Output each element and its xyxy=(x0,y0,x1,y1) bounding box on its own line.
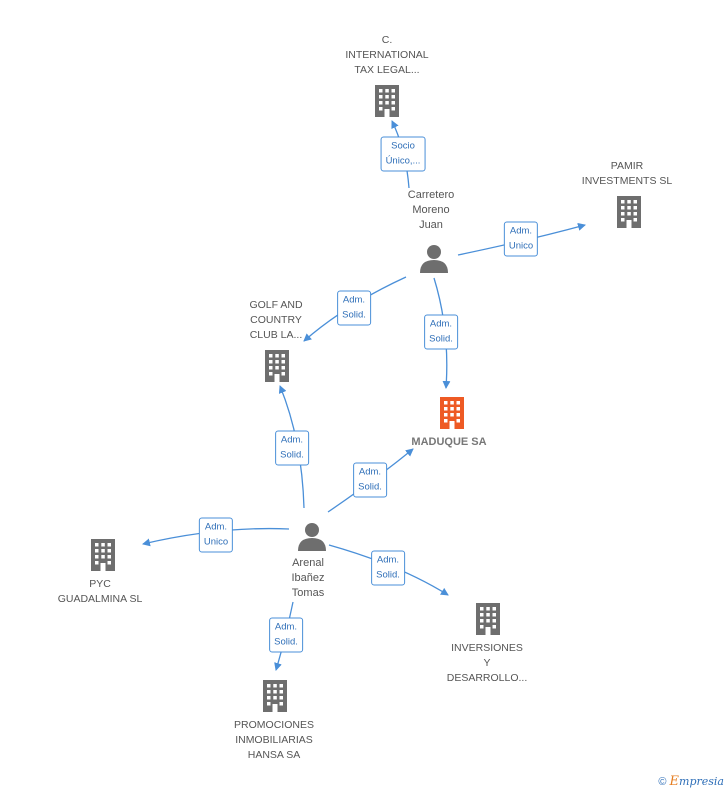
building-icon[interactable] xyxy=(87,537,119,573)
person-icon[interactable] xyxy=(297,521,327,551)
node-label-golf[interactable]: GOLF AND COUNTRY CLUB LA... xyxy=(249,299,303,341)
building-icon[interactable] xyxy=(613,194,645,230)
building-icon-main[interactable] xyxy=(436,395,468,431)
edge-label-adm-unico-pyc[interactable]: Adm. Unico xyxy=(198,517,234,553)
edge-label-adm-solid-inversiones[interactable]: Adm. Solid. xyxy=(371,550,405,586)
edge-label-adm-solid-golf-2[interactable]: Adm. Solid. xyxy=(275,430,309,466)
node-label-arenal[interactable]: Arenal Ibañez Tomas xyxy=(291,557,325,599)
node-label-pyc[interactable]: PYC GUADALMINA SL xyxy=(57,578,143,605)
building-icon[interactable] xyxy=(472,601,504,637)
edge-label-adm-solid-golf[interactable]: Adm. Solid. xyxy=(337,290,371,326)
building-icon[interactable] xyxy=(259,678,291,714)
edge-label-adm-solid-maduque-1[interactable]: Adm. Solid. xyxy=(424,314,458,350)
building-icon[interactable] xyxy=(261,348,293,384)
edge-label-socio-unico[interactable]: Socio Único,... xyxy=(380,136,426,172)
node-label-promociones[interactable]: PROMOCIONES INMOBILIARIAS HANSA SA xyxy=(234,719,314,761)
node-label-pamir[interactable]: PAMIR INVESTMENTS SL xyxy=(581,160,673,187)
empresia-logo: © Empresia xyxy=(658,774,724,789)
node-label-c-international[interactable]: C. INTERNATIONAL TAX LEGAL... xyxy=(345,34,429,76)
edge-label-adm-solid-maduque-2[interactable]: Adm. Solid. xyxy=(353,462,387,498)
edge-label-adm-solid-promociones[interactable]: Adm. Solid. xyxy=(269,617,303,653)
node-label-maduque[interactable]: MADUQUE SA xyxy=(411,436,487,448)
person-icon[interactable] xyxy=(419,243,449,273)
node-label-inversiones[interactable]: INVERSIONES Y DESARROLLO... xyxy=(446,642,528,684)
building-icon[interactable] xyxy=(371,83,403,119)
node-label-carretero[interactable]: Carretero Moreno Juan xyxy=(407,189,455,231)
edge-label-adm-unico-pamir[interactable]: Adm. Unico xyxy=(503,221,539,257)
